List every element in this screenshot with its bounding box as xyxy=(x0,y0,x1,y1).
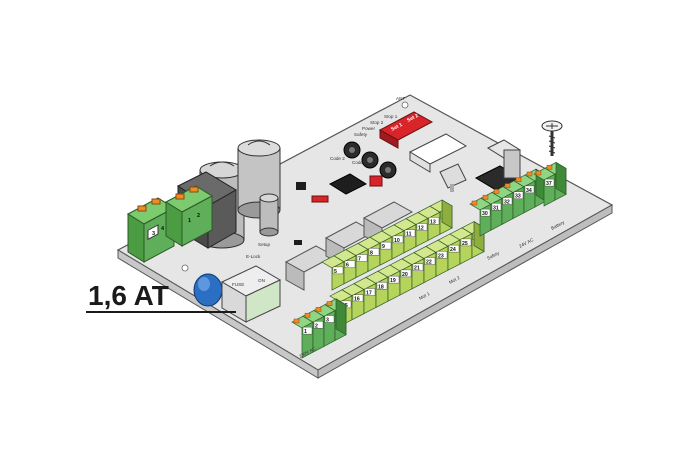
terminal-number: 31 xyxy=(493,205,499,211)
terminal-number: 2 xyxy=(315,323,318,329)
terminal-number: 23 xyxy=(438,253,444,259)
terminal-number: 16 xyxy=(354,297,360,303)
terminal-latch xyxy=(482,194,489,200)
terminal-number: 22 xyxy=(426,260,432,266)
terminal-row-front: 151617181920212223242526 xyxy=(329,220,485,327)
terminal-number: 30 xyxy=(482,211,488,217)
terminal-number: 21 xyxy=(414,266,420,272)
power-label: Power xyxy=(362,126,375,131)
fuse-callout: 1,6 AT xyxy=(86,280,236,313)
terminal-number: 9 xyxy=(382,244,385,250)
terminal-latch xyxy=(546,164,553,170)
terminal-latch xyxy=(526,171,533,177)
stop2-label: Stop 2 xyxy=(370,120,384,125)
terminal-latch xyxy=(315,307,322,312)
terminal-number: 25 xyxy=(462,241,468,247)
terminal-row-right: 303132333435 xyxy=(469,168,547,237)
terminal-number: 6 xyxy=(346,263,349,269)
component-black xyxy=(296,182,306,190)
terminal-number: 3 xyxy=(326,318,329,324)
terminal-block-bottom-left: 1234 xyxy=(291,298,347,359)
terminal-row-back: 567891011121314 xyxy=(321,199,453,291)
terminal-latch xyxy=(151,198,161,205)
setup-label: Setup xyxy=(258,242,270,247)
terminal-number: 19 xyxy=(390,278,396,284)
mot2-label: Mot 2 xyxy=(448,275,461,285)
terminal-latch xyxy=(326,301,333,306)
terminal-number: 13 xyxy=(430,219,436,225)
terminal-latch xyxy=(504,183,511,188)
fuse-label: FUSE xyxy=(232,282,244,287)
capacitor-small xyxy=(259,193,279,237)
terminal-number: 24 xyxy=(450,247,456,253)
terminal-latch xyxy=(493,189,500,194)
terminal-number: 2 xyxy=(197,213,200,219)
voltage-regulator xyxy=(439,163,467,192)
terminal-block-left-b: 1 2 xyxy=(165,185,213,247)
terminal-latch xyxy=(535,170,542,176)
component-red xyxy=(311,195,329,203)
terminal-number: 32 xyxy=(504,200,510,206)
dip-switch: Set 1 Set 2 xyxy=(378,111,434,149)
component-red xyxy=(369,175,383,187)
code1-label: Code 1 xyxy=(352,160,367,165)
terminal-number: 10 xyxy=(394,238,400,244)
safety-side-label: Safety xyxy=(486,250,500,261)
terminal-number: 20 xyxy=(402,272,408,278)
terminal-number: 5 xyxy=(334,269,337,275)
battery-label: Battery xyxy=(550,219,566,231)
terminal-number: 1 xyxy=(304,329,307,335)
terminal-number: 37 xyxy=(546,181,552,187)
ant-label: ANT xyxy=(396,96,405,101)
svg-text:Set 1: Set 1 xyxy=(390,122,404,133)
fuse-on-label: ON xyxy=(258,278,265,283)
fuse-rating-callout: 1,6 AT xyxy=(88,280,169,311)
code2-label: Code 2 xyxy=(330,156,345,161)
terminal-number: 18 xyxy=(378,284,384,290)
terminal-number: 1 xyxy=(188,218,191,224)
microcontroller-chip xyxy=(328,173,368,195)
svg-text:Set 2: Set 2 xyxy=(406,113,420,124)
mot1-label: Mot 1 xyxy=(418,291,431,301)
screw-icon xyxy=(541,120,563,156)
terminal-number: 8 xyxy=(370,250,373,256)
terminal: 2 xyxy=(302,309,325,353)
potentiometers xyxy=(343,141,397,179)
stop1-label: Stop 1 xyxy=(384,114,398,119)
terminal-latch xyxy=(471,200,478,206)
component-black xyxy=(294,240,302,245)
mounting-hole xyxy=(181,264,189,272)
elock-label: E-Lock xyxy=(246,254,261,259)
terminal-row-far-right: 3738 xyxy=(533,161,567,207)
terminal-number: 7 xyxy=(358,257,361,263)
terminal-latch xyxy=(189,186,199,193)
terminal-number: 17 xyxy=(366,291,372,297)
heat-sink xyxy=(474,139,522,191)
terminal-latch xyxy=(293,318,300,324)
pin-header xyxy=(408,133,468,173)
fuse-holder: FUSE ON xyxy=(220,265,282,323)
terminal-number: 4 xyxy=(161,226,165,232)
terminal-latch xyxy=(137,205,147,212)
terminal-latch xyxy=(175,193,185,200)
terminal-number: 33 xyxy=(515,194,521,200)
safety-label: Safety xyxy=(354,132,368,137)
terminal-number: 12 xyxy=(418,226,424,232)
mounting-hole xyxy=(401,101,409,109)
terminal-number: 11 xyxy=(406,232,412,238)
terminal-number: 34 xyxy=(526,188,532,194)
terminal-latch xyxy=(515,177,522,183)
terminal-latch xyxy=(304,312,311,318)
capacitor-blue xyxy=(193,273,223,307)
terminal-number: 3 xyxy=(152,231,155,237)
